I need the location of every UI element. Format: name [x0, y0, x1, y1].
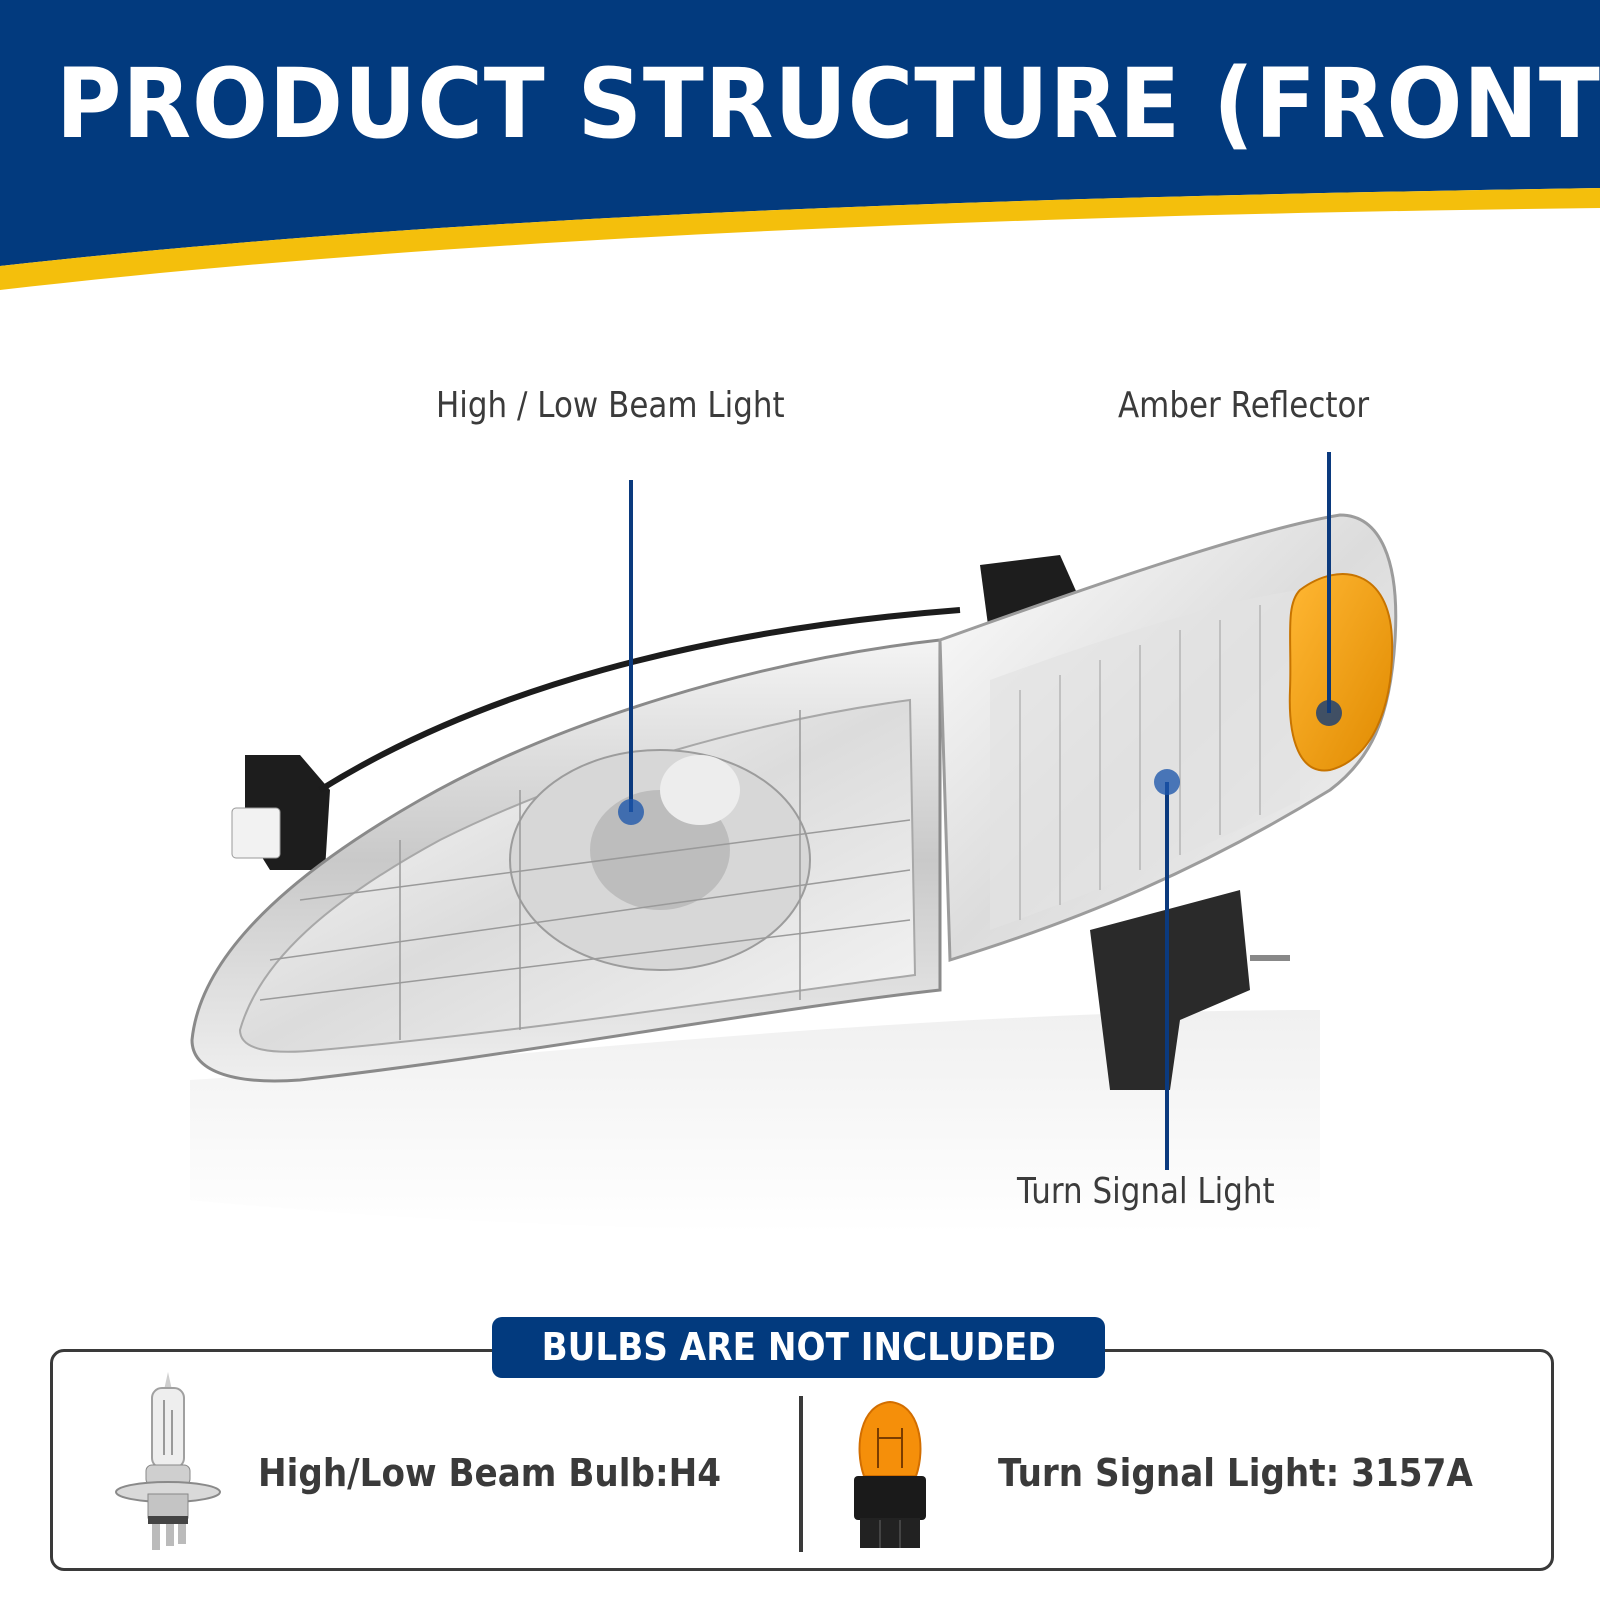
- badge-text: BULBS ARE NOT INCLUDED: [541, 1325, 1056, 1369]
- callout-leader-amber-reflector: [1327, 452, 1331, 713]
- bulbs-divider: [799, 1396, 803, 1552]
- bulb-label-h4: High/Low Beam Bulb:H4: [258, 1451, 722, 1495]
- callout-label-high-low-beam: High / Low Beam Light: [436, 385, 785, 426]
- header-band: [0, 0, 1600, 290]
- h4-halogen-bulb-icon: [115, 1372, 221, 1550]
- bulbs-not-included-badge: BULBS ARE NOT INCLUDED: [492, 1317, 1105, 1378]
- callout-leader-turn-signal: [1165, 782, 1169, 1170]
- callout-dot-high-low-beam[interactable]: [618, 799, 644, 825]
- callout-leader-high-low-beam: [629, 480, 633, 812]
- page-title: PRODUCT STRUCTURE (FRONT): [56, 48, 1600, 160]
- headlight-product-image: [190, 513, 1398, 1234]
- amber-3157-bulb-icon: [854, 1400, 926, 1548]
- callout-label-amber-reflector: Amber Reflector: [1118, 385, 1370, 426]
- callout-dot-turn-signal[interactable]: [1154, 769, 1180, 795]
- bulb-label-3157a: Turn Signal Light: 3157A: [998, 1451, 1473, 1495]
- callout-label-turn-signal: Turn Signal Light: [1017, 1171, 1275, 1212]
- callout-dot-amber-reflector[interactable]: [1316, 700, 1342, 726]
